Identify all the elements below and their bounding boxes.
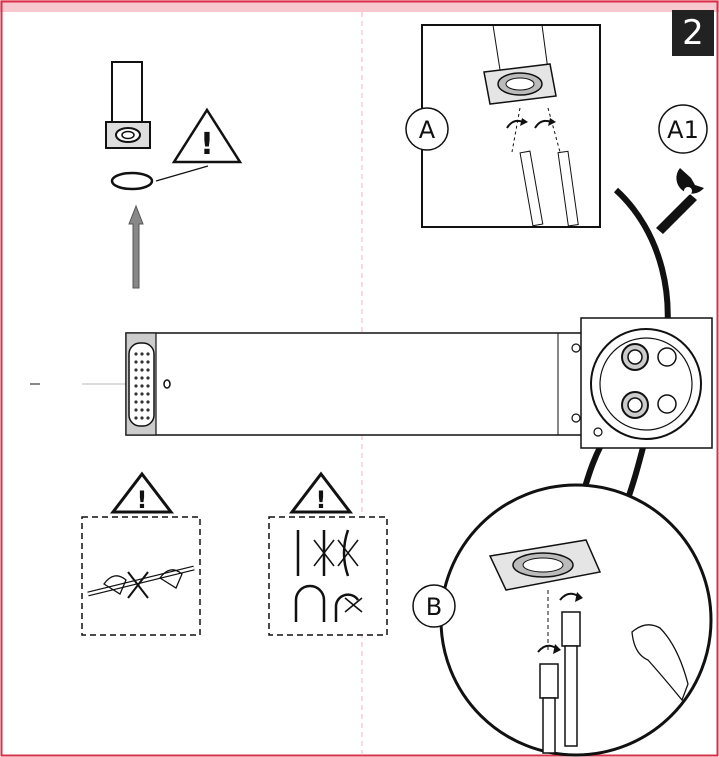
callout-a1-label: A1 <box>667 116 699 144</box>
callout-a1: A1 <box>659 105 707 153</box>
warning-icon-twist: ! <box>113 474 171 514</box>
callout-b-label: B <box>426 593 442 621</box>
callout-a: A <box>406 108 448 150</box>
up-arrow <box>129 206 143 288</box>
warning-symbol: ! <box>316 486 327 514</box>
hose-bending-box <box>269 517 387 635</box>
leader-line <box>156 166 208 181</box>
page-number: 2 <box>672 10 714 56</box>
main-unit <box>30 333 582 435</box>
callout-a-label: A <box>419 116 436 144</box>
wrench-icon <box>656 168 704 234</box>
warning-icon: ! <box>174 110 240 162</box>
warning-symbol: ! <box>200 127 214 162</box>
warning-icon-bend: ! <box>292 474 350 514</box>
connection-plate <box>572 318 712 448</box>
callout-b: B <box>413 585 455 627</box>
no-twist-hose-box <box>82 517 200 635</box>
pipe-with-seal <box>106 62 150 148</box>
detail-box-a <box>422 25 600 227</box>
warning-symbol: ! <box>137 486 148 514</box>
detail-circle-b <box>441 485 711 755</box>
seal-ring <box>112 173 152 189</box>
